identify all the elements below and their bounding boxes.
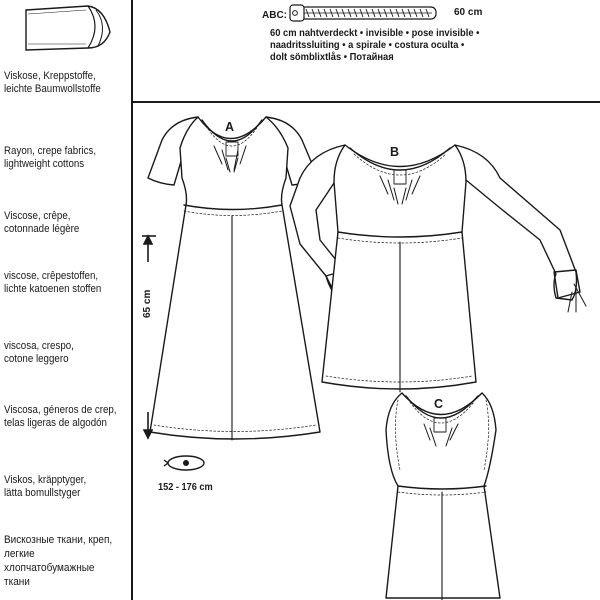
fabric-line: хлопчатобумажные	[4, 562, 95, 574]
fabric-line: Viscosa, géneros de crep,	[4, 404, 117, 416]
fabric-line: ткани	[4, 576, 30, 588]
fabric-line: легкие	[4, 548, 35, 560]
zipper-description: 60 cm nahtverdeckt • invisible • pose in…	[270, 28, 540, 65]
fabric-column: Viskose, Kreppstoffe, leichte Baumwollst…	[0, 0, 133, 600]
fabric-line: viscose, crêpestoffen,	[4, 270, 99, 282]
fabric-line: Rayon, crepe fabrics,	[4, 145, 97, 157]
fabric-entry-es: Viscosa, géneros de crep, telas ligeras …	[4, 404, 122, 430]
fabric-line: Viskos, kräpptyger,	[4, 474, 87, 486]
notions-views-label: ABC:	[262, 10, 287, 21]
length-arrow-icon	[142, 234, 156, 440]
zipper-line: naadritssluiting • a spirale • costura o…	[270, 40, 465, 52]
fabric-line: cotonnade légère	[4, 223, 80, 235]
view-a-dress-drawing	[147, 116, 321, 441]
tape-measure-icon	[163, 455, 205, 471]
section-divider	[133, 101, 600, 103]
zipper-icon	[289, 4, 437, 22]
fabric-line: viscosa, crespo,	[4, 340, 74, 352]
fabric-line: telas ligeras de algodón	[4, 417, 107, 429]
fabric-entry-en: Rayon, crepe fabrics, lightweight cotton…	[4, 145, 122, 171]
fabric-line: lätta bomullstyger	[4, 487, 81, 499]
fabric-entry-fr: Viscose, crêpe, cotonnade légère	[4, 210, 122, 236]
view-b-label: B	[390, 145, 400, 159]
view-b-blouse-drawing	[289, 144, 587, 393]
fabric-entry-ru: Вискозные ткани, креп, легкие хлопчатобу…	[4, 533, 117, 589]
fabric-entry-sv: Viskos, kräpptyger, lätta bomullstyger	[4, 474, 122, 500]
zipper-line: 60 cm nahtverdeckt • invisible • pose in…	[270, 28, 480, 39]
fabric-line: Viskose, Kreppstoffe,	[4, 70, 96, 82]
view-c-top-drawing	[385, 392, 501, 600]
fabric-line: cotone leggero	[4, 353, 69, 365]
fabric-entry-de: Viskose, Kreppstoffe, leichte Baumwollst…	[4, 70, 122, 96]
zipper-line: dolt sömblixtlås • Потайная	[270, 52, 394, 64]
fabric-entry-nl: viscose, crêpestoffen, lichte katoenen s…	[4, 270, 122, 296]
fabric-bolt-icon	[25, 5, 111, 51]
fabric-entry-it: viscosa, crespo, cotone leggero	[4, 340, 122, 366]
fabric-line: Viscose, crêpe,	[4, 210, 71, 222]
fabric-line: Вискозные ткани, креп,	[4, 534, 113, 546]
length-measurement: 65 cm	[142, 289, 153, 318]
fabric-line: leichte Baumwollstoffe	[4, 83, 101, 95]
zipper-length: 60 cm	[454, 7, 483, 18]
hip-measurement: 152 - 176 cm	[158, 482, 213, 493]
fabric-line: lightweight cottons	[4, 158, 85, 170]
fabric-line: lichte katoenen stoffen	[4, 283, 102, 295]
view-c-label: C	[434, 397, 444, 411]
view-a-label: A	[225, 120, 235, 134]
